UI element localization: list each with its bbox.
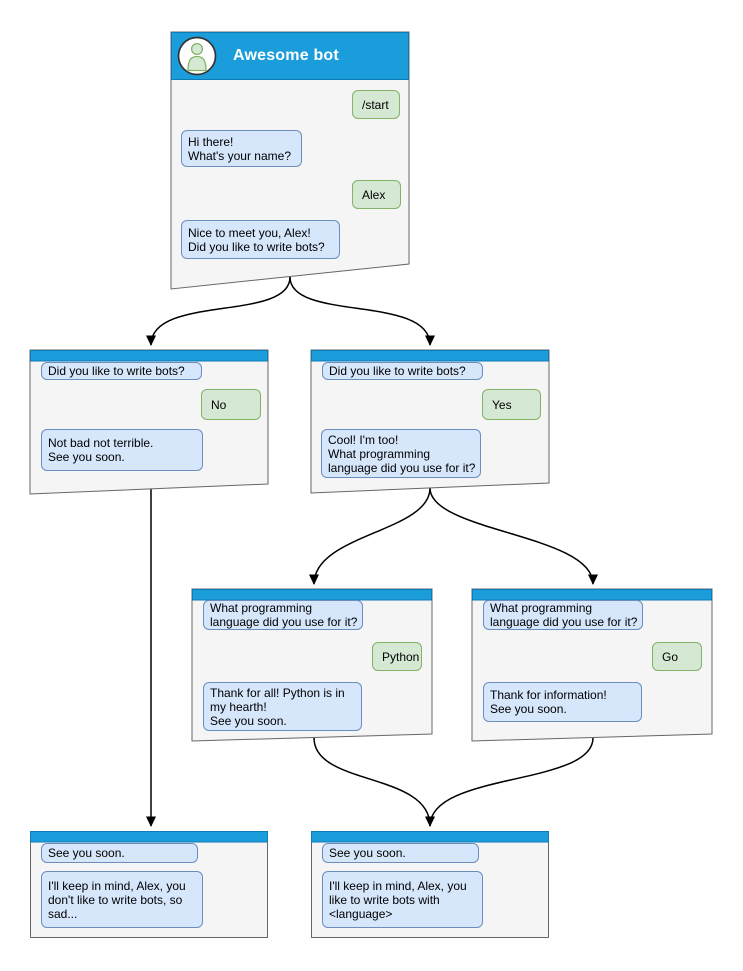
bot-message-bubble: Cool! I'm too! What programming language… <box>321 429 481 478</box>
person-icon <box>187 42 207 72</box>
window-go-titlebar <box>472 589 712 601</box>
window-end-language-titlebar <box>311 831 549 843</box>
bot-message-bubble: See you soon. <box>322 843 479 863</box>
edge-root-to-no <box>146 276 291 346</box>
bot-message-bubble: I'll keep in mind, Alex, you like to wri… <box>322 871 483 928</box>
window-branch-yes-titlebar <box>311 350 549 362</box>
window-title: Awesome bot <box>233 46 339 64</box>
edge-root-to-yes <box>289 276 435 346</box>
user-message-bubble: Go <box>652 642 702 671</box>
window-branch-no-titlebar <box>30 350 268 362</box>
user-message-bubble: /start <box>352 90 400 119</box>
bot-message-bubble: What programming language did you use fo… <box>203 600 363 630</box>
bot-message-bubble: Thank for all! Python is in my hearth! S… <box>203 682 362 731</box>
user-message-bubble: Yes <box>482 389 541 420</box>
bot-message-bubble: Did you like to write bots? <box>322 362 483 380</box>
bot-message-bubble: Nice to meet you, Alex! Did you like to … <box>181 220 340 259</box>
bot-message-bubble: Did you like to write bots? <box>41 362 202 380</box>
bot-message-bubble: What programming language did you use fo… <box>483 600 643 630</box>
edge-yes-to-go <box>429 487 598 585</box>
bot-message-bubble: Hi there! What's your name? <box>181 130 302 167</box>
bot-message-bubble: I'll keep in mind, Alex, you don't like … <box>41 871 203 928</box>
bot-message-bubble: Thank for information! See you soon. <box>483 682 642 722</box>
edge-yes-to-python <box>309 487 431 585</box>
window-end-no-titlebar <box>30 831 268 843</box>
user-message-bubble: Python <box>372 642 422 671</box>
user-message-bubble: No <box>201 389 261 420</box>
window-python-titlebar <box>192 589 432 601</box>
edge-go-to-end <box>429 737 594 827</box>
edge-python-to-end <box>313 737 435 827</box>
user-message-bubble: Alex <box>352 180 401 209</box>
bot-message-bubble: See you soon. <box>41 843 198 863</box>
bot-message-bubble: Not bad not terrible. See you soon. <box>41 429 203 471</box>
